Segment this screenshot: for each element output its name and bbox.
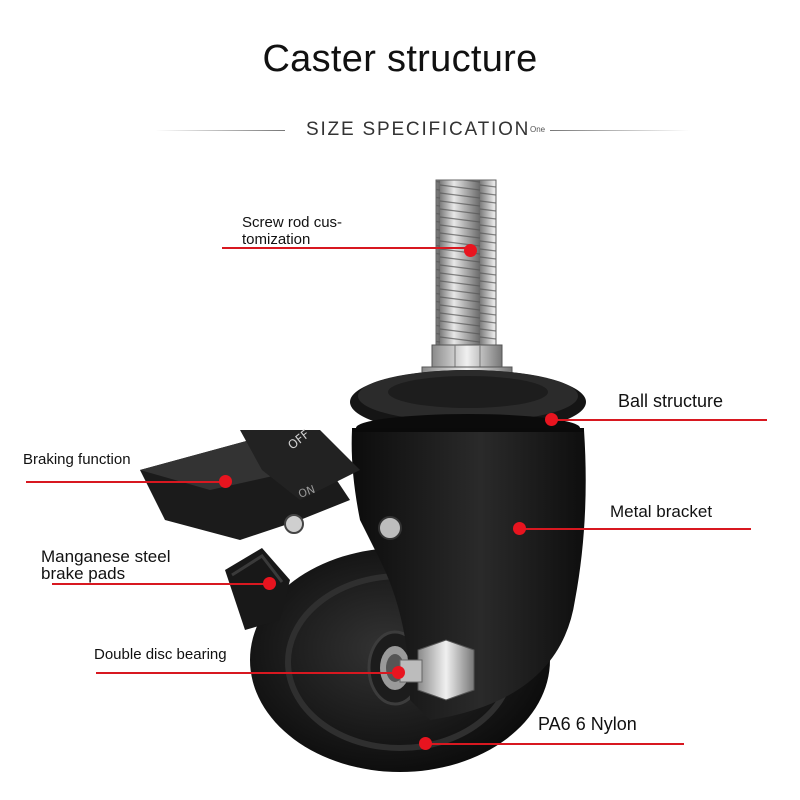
screw-rod — [435, 179, 497, 351]
marker-metal-bracket — [512, 521, 526, 535]
brake-lever: OFF ON — [140, 427, 402, 540]
marker-screw-rod — [463, 243, 477, 257]
callout-disc-bearing: Double disc bearing — [94, 646, 227, 663]
callout-screw-rod: Screw rod cus- tomization — [242, 214, 342, 248]
callout-nylon: PA6 6 Nylon — [538, 714, 637, 734]
leader-nylon — [425, 743, 684, 745]
callout-brake-pads-line1: Manganese steel — [41, 547, 171, 566]
marker-ball-structure — [544, 412, 558, 426]
callout-braking-function: Braking function — [23, 451, 131, 468]
subtitle-divider-left — [155, 130, 285, 131]
callout-brake-pads-line2: brake pads — [41, 564, 126, 583]
axle-bolt — [399, 639, 475, 701]
brake-on-mark: ON — [297, 483, 317, 501]
marker-disc-bearing — [391, 665, 405, 679]
leader-disc-bearing — [96, 672, 398, 674]
brake-pad — [225, 548, 290, 630]
callout-ball-structure: Ball structure — [618, 391, 724, 411]
subtitle-row: SIZE SPECIFICATION One — [0, 116, 800, 146]
callout-metal-bracket: Metal bracket — [610, 502, 713, 521]
leader-braking-function — [26, 481, 225, 483]
marker-nylon — [418, 736, 432, 750]
callout-screw-rod-line2: tomization — [242, 231, 311, 248]
leader-ball-structure — [551, 419, 767, 421]
leader-brake-pads — [52, 583, 269, 585]
marker-braking-function — [218, 474, 232, 488]
subtitle-divider-right — [550, 130, 690, 131]
fork-bracket — [351, 428, 586, 720]
subtitle: SIZE SPECIFICATION — [306, 119, 531, 140]
leader-screw-rod — [222, 247, 470, 249]
page-title: Caster structure — [262, 38, 538, 80]
marker-brake-pads — [262, 576, 276, 590]
callout-brake-pads: Manganese steel brake pads — [41, 548, 170, 582]
callout-screw-rod-line1: Screw rod cus- — [242, 214, 343, 231]
leader-metal-bracket — [519, 528, 751, 530]
subtitle-small: One — [530, 125, 546, 134]
